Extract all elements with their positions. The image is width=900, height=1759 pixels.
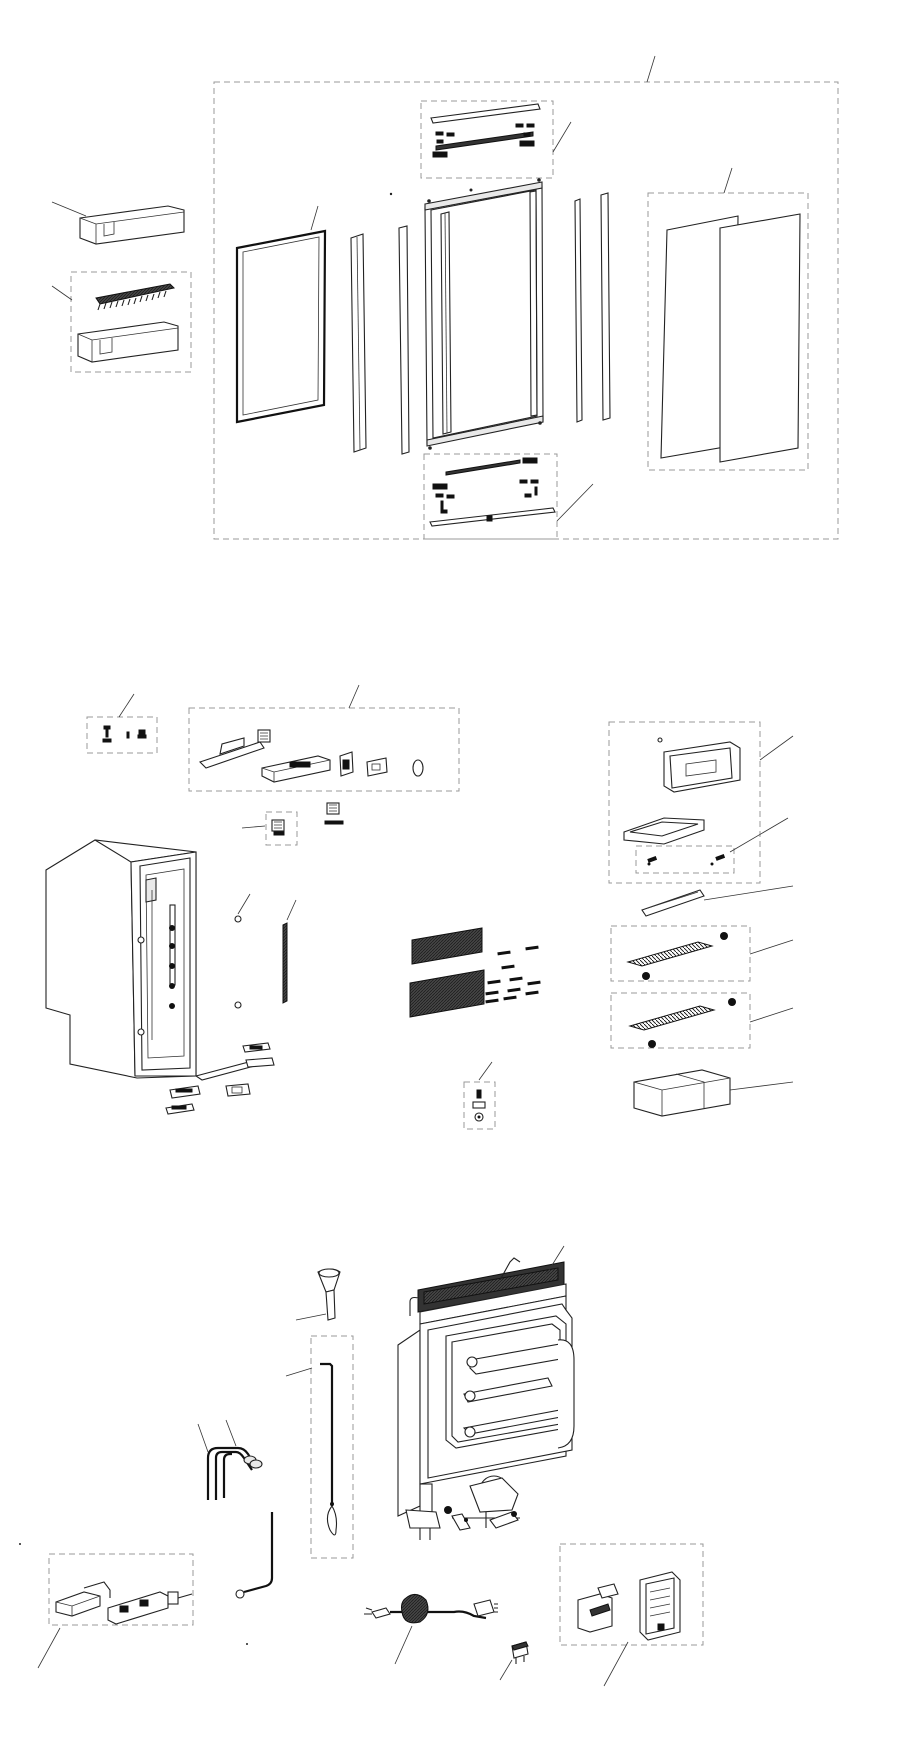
screw-cap-lower[interactable] bbox=[234, 1001, 242, 1009]
electronic-control-kit[interactable] bbox=[559, 1543, 704, 1687]
power-cord[interactable] bbox=[364, 1594, 498, 1665]
thermostat-kit[interactable] bbox=[37, 1553, 194, 1669]
capillary-tubes[interactable] bbox=[197, 1419, 263, 1500]
drawer-front-kit[interactable] bbox=[608, 721, 794, 884]
evaporator-grille-bottom[interactable] bbox=[409, 969, 485, 1018]
cabinet-assembly-section bbox=[45, 684, 794, 1130]
wire-shelf-kit-upper[interactable] bbox=[610, 925, 794, 982]
leader-line-screw-cap bbox=[237, 893, 251, 915]
stray-dot bbox=[246, 1643, 248, 1645]
door-frame[interactable] bbox=[424, 178, 544, 450]
l-shaped-tube[interactable] bbox=[235, 1512, 274, 1599]
top-hinge-kit[interactable] bbox=[420, 100, 572, 179]
grille-screws[interactable] bbox=[485, 945, 541, 1004]
fastener-kit[interactable] bbox=[86, 693, 158, 754]
door-assembly-group-border bbox=[213, 81, 839, 540]
cooling-unit[interactable] bbox=[397, 1245, 575, 1540]
door-side-profile-right[interactable] bbox=[398, 225, 410, 455]
drawer-screw-kit[interactable] bbox=[635, 817, 789, 874]
screw-dot bbox=[389, 192, 393, 196]
switch-part[interactable] bbox=[241, 811, 298, 846]
door-gasket[interactable] bbox=[235, 205, 327, 424]
drain-tube-kit[interactable] bbox=[285, 1335, 354, 1559]
evaporator-grille-top[interactable] bbox=[411, 927, 483, 965]
screw-dot bbox=[469, 188, 473, 192]
switch-part-spare[interactable] bbox=[324, 802, 344, 825]
control-panel-kit[interactable] bbox=[188, 684, 460, 792]
door-side-profile-left[interactable] bbox=[350, 233, 367, 453]
cabinet-body[interactable] bbox=[45, 839, 197, 1079]
drawer-rail[interactable] bbox=[641, 885, 794, 917]
drain-funnel[interactable] bbox=[295, 1268, 341, 1321]
relay[interactable] bbox=[499, 1641, 529, 1681]
crisper-drawer[interactable] bbox=[633, 1069, 794, 1117]
leveling-foot-kit[interactable] bbox=[463, 1061, 496, 1130]
door-assembly-section bbox=[51, 55, 839, 540]
door-bottle-bin-small[interactable] bbox=[51, 201, 185, 245]
door-right-profile[interactable] bbox=[600, 192, 611, 421]
screw-cap[interactable] bbox=[234, 915, 242, 923]
stray-dot bbox=[19, 1543, 21, 1545]
cooling-unit-section bbox=[19, 1245, 704, 1687]
wire-shelf-kit-lower[interactable] bbox=[610, 992, 794, 1049]
bottom-hinge-kit[interactable] bbox=[423, 453, 594, 540]
glass-panels-group[interactable] bbox=[647, 167, 809, 471]
door-handle-profile[interactable] bbox=[574, 198, 583, 423]
leader-line-door-assembly bbox=[646, 55, 656, 83]
cabinet-strip[interactable] bbox=[282, 899, 297, 1004]
door-bin-kit[interactable] bbox=[51, 271, 192, 373]
cabinet-hinge-brackets[interactable] bbox=[165, 1042, 275, 1115]
